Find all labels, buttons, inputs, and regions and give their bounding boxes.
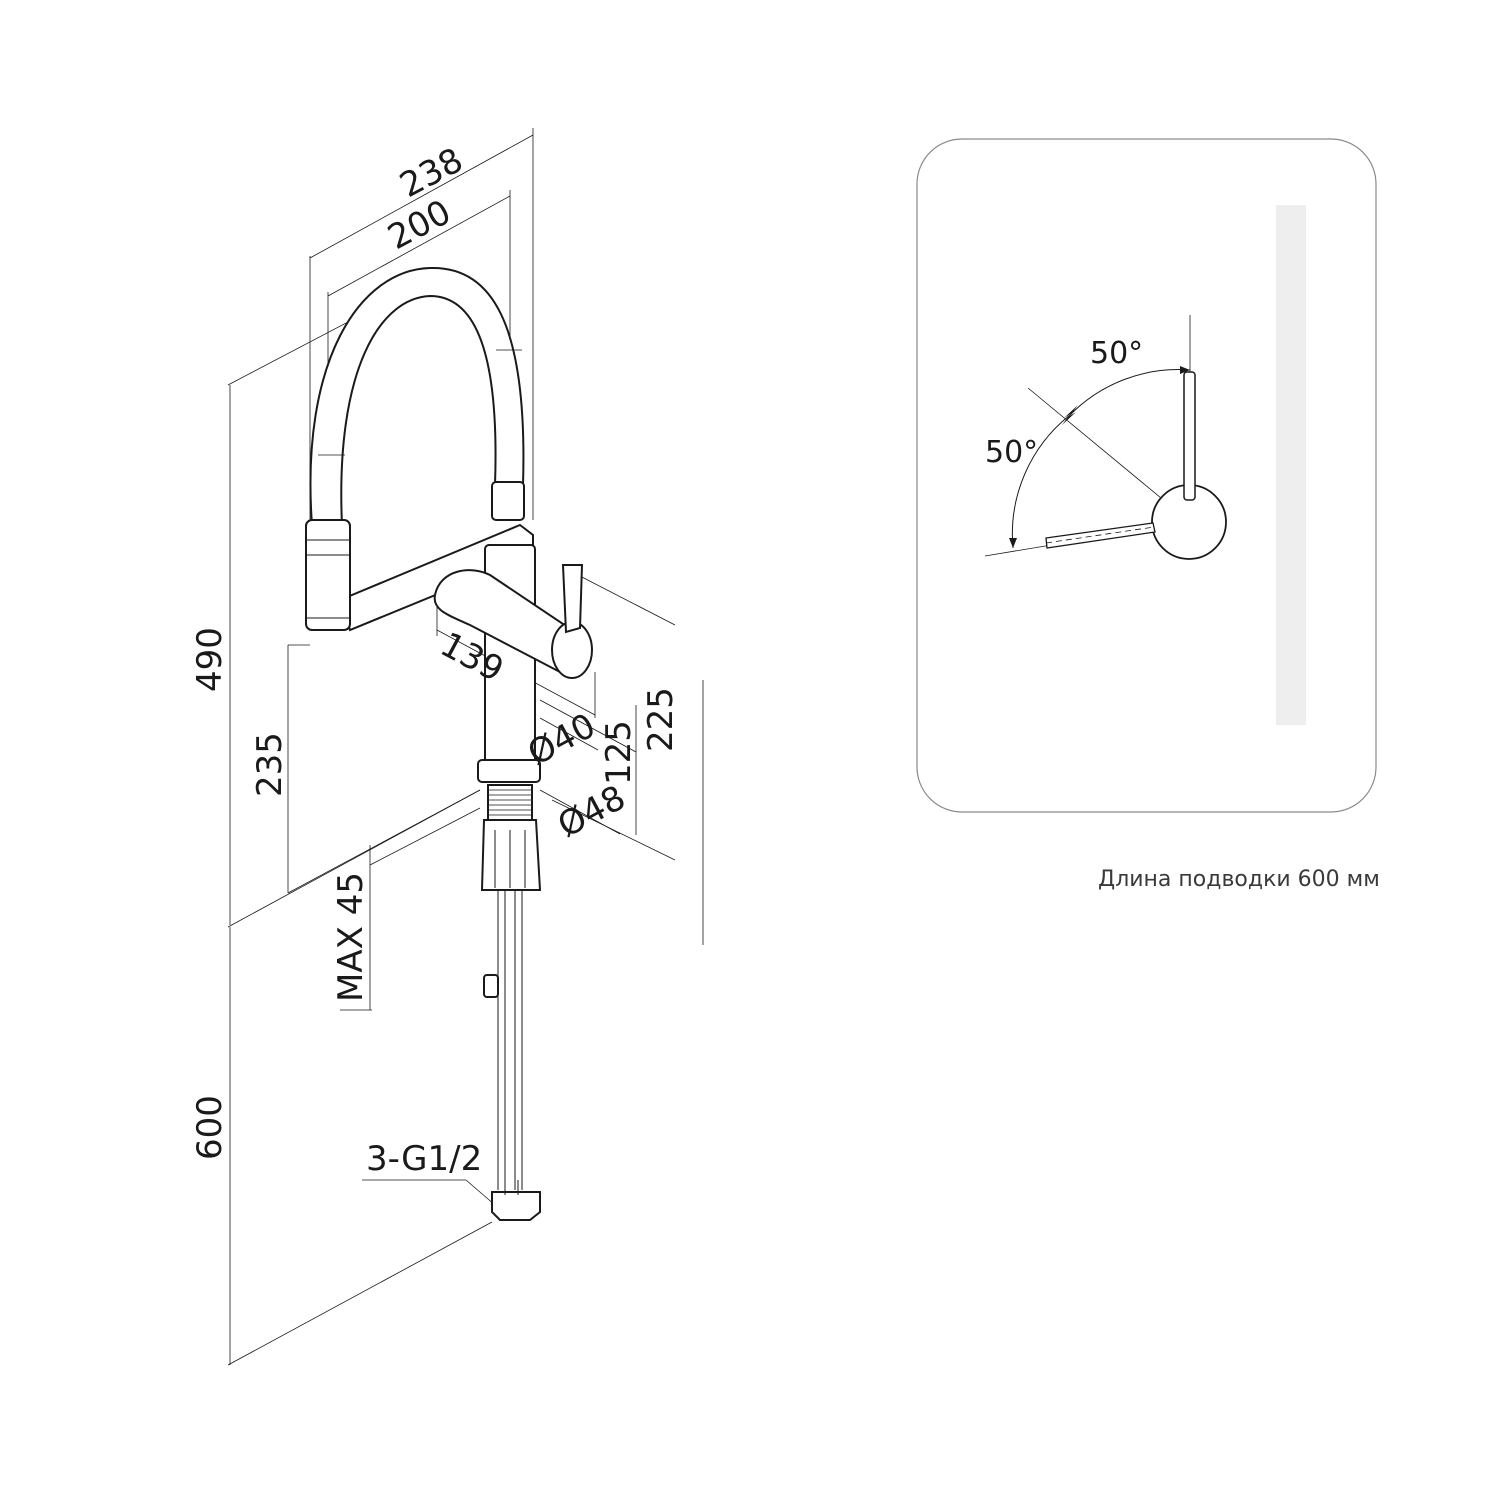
dim-dia48: Ø48 [551,778,632,846]
dim-max45: MAX 45 [331,872,371,1002]
angle-left-label: 50° [985,435,1038,470]
dim-600: 600 [190,1095,230,1160]
dim-490: 490 [190,627,230,692]
dim-225: 225 [641,687,681,752]
angle-top-label: 50° [1090,336,1143,371]
hose-length-caption: Длина подводки 600 мм [1098,867,1380,892]
dim-thread: 3-G1/2 [366,1139,482,1179]
dim-125: 125 [599,720,639,785]
dim-235: 235 [250,732,290,797]
dim-200: 200 [381,192,457,258]
rotation-inset: 50° 50° [916,138,1377,813]
faucet-body [305,266,593,1221]
